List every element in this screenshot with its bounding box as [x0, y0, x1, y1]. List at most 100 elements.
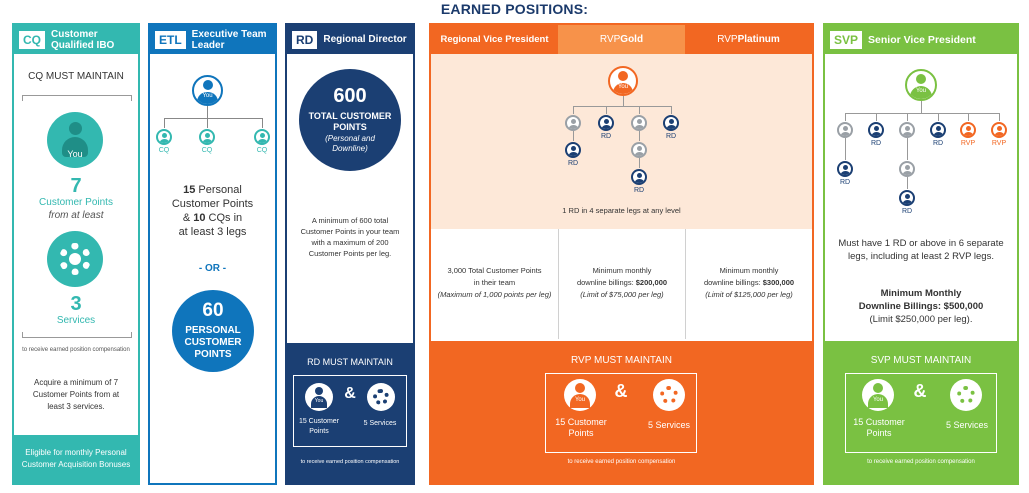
- tree-line: [639, 106, 640, 114]
- etl-req-amp: &: [182, 212, 194, 224]
- etl-you-label: You: [202, 93, 213, 99]
- tree-line: [623, 96, 624, 106]
- etl-column: ETL Executive Team Leader You CQ CQ CQ 1…: [148, 23, 277, 485]
- etl-personal-points-circle: 60 PERSONAL CUSTOMER POINTS: [172, 290, 254, 372]
- rvp-tree-panel: You RD RD RD RD 1 RD in 4 separate legs …: [431, 54, 812, 229]
- person-body-icon: [570, 394, 590, 408]
- rvp-header: Regional Vice President RVP Gold RVP Pla…: [431, 25, 812, 54]
- svp-rd-label-3: RD: [839, 179, 851, 186]
- etl-cq-label-2: CQ: [201, 147, 213, 154]
- svp-node-rd-2: [930, 122, 946, 138]
- cq-services-label: Services: [56, 315, 96, 326]
- rvp-req-2: Minimum monthly downline billings: $200,…: [559, 265, 685, 301]
- cq-avatar-body-icon: [62, 137, 88, 157]
- rd-header: RD Regional Director: [287, 25, 413, 54]
- etl-req-cq-num: 10: [193, 212, 206, 224]
- cq-points-number: 7: [70, 175, 82, 197]
- cq-footer-text: Eligible for monthly Personal Customer A…: [21, 448, 131, 469]
- cq-badge: CQ: [19, 30, 45, 49]
- cq-bracket: [22, 95, 132, 101]
- tree-line: [999, 113, 1000, 121]
- tree-line: [921, 101, 922, 113]
- etl-header: ETL Executive Team Leader: [150, 25, 275, 54]
- rvp-node-rd-4: [631, 169, 647, 185]
- svp-maintain-panel: SVP MUST MAINTAIN You & 15 Customer Poin…: [825, 341, 1017, 483]
- svp-must-maintain: SVP MUST MAINTAIN: [870, 355, 972, 366]
- tree-line: [968, 113, 969, 121]
- cq-acquire-text: Acquire a minimum of 7 Customer Points f…: [32, 378, 120, 411]
- rd-points-req: 15 Customer Points: [298, 418, 340, 435]
- rvp-req3-l2a: downline billings:: [703, 278, 763, 287]
- etl-circle-line2: CUSTOMER: [184, 337, 242, 348]
- page-title: EARNED POSITIONS:: [440, 1, 589, 17]
- tab-rvp-platinum: RVP Platinum: [685, 25, 812, 54]
- svp-node-rvp-2: [991, 122, 1007, 138]
- rvp-you-label: You: [617, 84, 629, 90]
- tree-line: [907, 177, 908, 189]
- svp-header: SVP Senior Vice President: [825, 25, 1017, 54]
- rvp-tree-note: 1 RD in 4 separate legs at any level: [562, 206, 681, 215]
- rvp-req-3: Minimum monthly downline billings: $300,…: [686, 265, 812, 301]
- svp-services-req: 5 Services: [945, 420, 989, 430]
- tree-line: [164, 118, 262, 119]
- rvp-req2-l3: (Limit of $75,000 per leg): [580, 290, 664, 299]
- rvp-rd-label-2: RD: [665, 133, 677, 140]
- rvp-req2-l2a: downline billings:: [576, 278, 636, 287]
- svp-billing-l3: (Limit $250,000 per leg).: [869, 314, 973, 325]
- etl-req-cq-label: CQs in: [205, 212, 243, 224]
- rvp-you-icon: You: [564, 379, 596, 411]
- etl-req-points-line: Customer Points: [171, 198, 254, 210]
- rvp-req2-amount: $200,000: [635, 278, 668, 287]
- tree-line: [907, 138, 908, 160]
- tree-line: [606, 106, 607, 114]
- person-body-icon: [311, 396, 327, 408]
- cq-you-avatar: You: [47, 112, 103, 168]
- rvp-divider: [685, 229, 686, 339]
- tree-line: [907, 113, 908, 121]
- svp-node-gray-1: [837, 122, 853, 138]
- svp-amp: &: [913, 381, 927, 401]
- etl-circle-number: 60: [202, 300, 224, 321]
- rd-you-label: You: [314, 398, 324, 404]
- svp-node-rd-4: [899, 190, 915, 206]
- etl-title: Executive Team Leader: [191, 28, 267, 51]
- tab-rvp-gold: RVP Gold: [558, 25, 685, 54]
- rd-services-req: 5 Services: [363, 420, 397, 427]
- tree-line: [845, 138, 846, 160]
- svp-node-gray-2: [899, 122, 915, 138]
- tree-line: [573, 106, 671, 107]
- svp-rd-label-2: RD: [932, 140, 944, 147]
- rvp-req3-l3: (Limit of $125,000 per leg): [705, 290, 793, 299]
- rvp-amp: &: [614, 381, 628, 401]
- rd-you-icon: You: [305, 383, 333, 411]
- rvp-must-maintain: RVP MUST MAINTAIN: [571, 355, 672, 366]
- etl-cq-node-1: [156, 129, 172, 145]
- tree-line: [671, 106, 672, 114]
- rd-title: Regional Director: [323, 34, 407, 45]
- etl-you-node: You: [192, 75, 223, 106]
- cq-column: CQ Customer Qualified IBO CQ MUST MAINTA…: [12, 23, 140, 485]
- gear-icon: [373, 389, 389, 405]
- rvp-rd-label-1: RD: [600, 133, 612, 140]
- svp-you-label: You: [915, 88, 927, 94]
- rvp-services-req: 5 Services: [647, 420, 691, 430]
- etl-circle-line3: POINTS: [194, 349, 232, 360]
- rd-services-icon: [367, 383, 395, 411]
- svp-services-icon: [950, 379, 982, 411]
- tree-line: [207, 118, 208, 128]
- person-head-icon: [916, 74, 926, 84]
- gear-icon: [957, 386, 975, 404]
- tab-regional-vice-president: Regional Vice President: [431, 25, 558, 54]
- rvp-node-rd-2: [663, 115, 679, 131]
- rvp-tab1-label: Regional Vice President: [440, 34, 549, 45]
- tree-line: [207, 106, 208, 118]
- tree-line: [573, 106, 574, 114]
- cq-receive-note: to receive earned position compensation: [22, 347, 130, 353]
- svp-billing-l1: Minimum Monthly: [880, 288, 962, 299]
- etl-cq-node-2: [199, 129, 215, 145]
- rvp-req-1: 3,000 Total Customer Points in their tea…: [431, 265, 558, 301]
- rvp-rd-label-3: RD: [567, 160, 579, 167]
- tree-line: [845, 113, 999, 114]
- svp-node-rd-1: [868, 122, 884, 138]
- etl-requirement: 15 Personal Customer Points & 10 CQs in …: [150, 183, 275, 239]
